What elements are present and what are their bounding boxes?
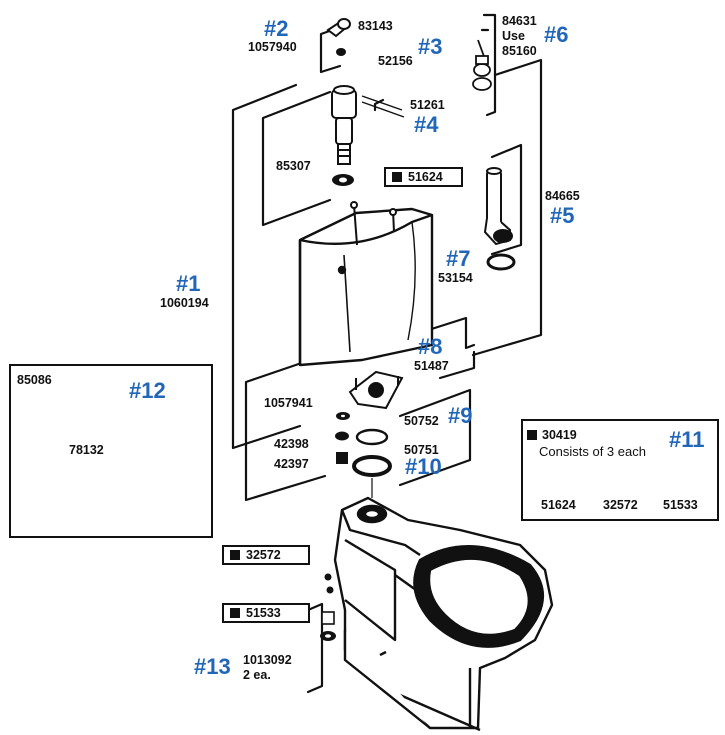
bracket-6 [482,13,497,117]
use-label: Use [502,29,525,43]
gasket-50751 [352,455,392,477]
overflow-tube [483,167,513,246]
tank [298,207,434,367]
cap-32572 [324,573,332,581]
part-42397: 42397 [274,457,309,471]
kit-tag-51533: 51533 [222,603,310,623]
callout-5: #5 [550,203,575,228]
kit-square-icon [230,550,240,560]
flush-valve-flange [348,370,404,410]
part-51261: 51261 [410,98,445,112]
bracket-left-lower [244,353,327,502]
part-1060194: 1060194 [160,296,209,310]
bracket-1 [231,83,302,450]
kit-square-icon [230,608,240,618]
toilet-bowl [333,496,554,732]
tank-bolts [350,201,397,246]
callout-9: #9 [448,403,473,428]
kit-30419-header: 30419 [527,429,577,442]
part-84631: 84631 [502,14,537,28]
bracket-5 [490,143,523,256]
kit-tag-32572-label: 32572 [246,548,281,562]
part-50751: 50751 [404,443,439,457]
callout-6: #6 [544,22,569,47]
trip-lever-handle [326,18,351,38]
part-51487: 51487 [414,359,449,373]
part-1057940: 1057940 [248,40,297,54]
part-85160: 85160 [502,44,537,58]
bracket-9 [398,388,472,487]
gasket-50752 [355,428,389,446]
part-85307: 85307 [276,159,311,173]
part-50752: 50752 [404,414,439,428]
callout-2: #2 [264,16,289,41]
callout-3: #3 [418,34,443,59]
washer-42398 [335,431,349,441]
gasket-53154 [486,253,516,271]
bolt-cap-1013092 [320,611,336,641]
kit-item-1: 51624 [541,498,576,512]
kit-tag-32572: 32572 [222,545,310,565]
trip-lever-panel: 85086 #12 78132 [9,364,213,538]
part-53154: 53154 [438,271,473,285]
kit-tag-51533-label: 51533 [246,606,281,620]
kit-description: Consists of 3 each [539,444,646,459]
bracket-13 [306,602,324,694]
cap-51533 [326,586,334,594]
part-1013092: 1013092 [243,653,292,667]
flapper-chain [472,39,492,91]
part-85086: 85086 [17,373,52,387]
nut-42397 [336,452,348,464]
part-42398: 42398 [274,437,309,451]
nut-85307 [332,174,354,186]
kit-id: 30419 [542,428,577,442]
callout-13: #13 [194,654,231,679]
part-84665: 84665 [545,189,580,203]
callout-10: #10 [405,454,442,479]
part-83143: 83143 [358,19,393,33]
kit-item-3: 51533 [663,498,698,512]
bracket-8 [438,350,476,380]
callout-11: #11 [669,427,705,452]
fill-valve [331,85,357,165]
part-1057941: 1057941 [264,396,313,410]
kit-square-icon [392,172,402,182]
kit-tag-51624: 51624 [384,167,463,187]
callout-8: #8 [418,334,443,359]
part-52156: 52156 [378,54,413,68]
washer-83143 [336,48,346,56]
qty-2-each: 2 ea. [243,668,271,682]
kit-square-icon [527,430,537,441]
kit-item-2: 32572 [603,498,638,512]
callout-7: #7 [446,246,471,271]
callout-12: #12 [129,378,166,403]
kit-tag-51624-label: 51624 [408,170,443,184]
callout-1: #1 [176,271,201,296]
bracket-right [471,58,543,357]
bracket-3-left [261,90,332,227]
callout-4: #4 [414,112,439,137]
part-78132: 78132 [69,443,104,457]
kit-30419-panel: 30419 #11 Consists of 3 each 51624 32572… [521,419,719,521]
